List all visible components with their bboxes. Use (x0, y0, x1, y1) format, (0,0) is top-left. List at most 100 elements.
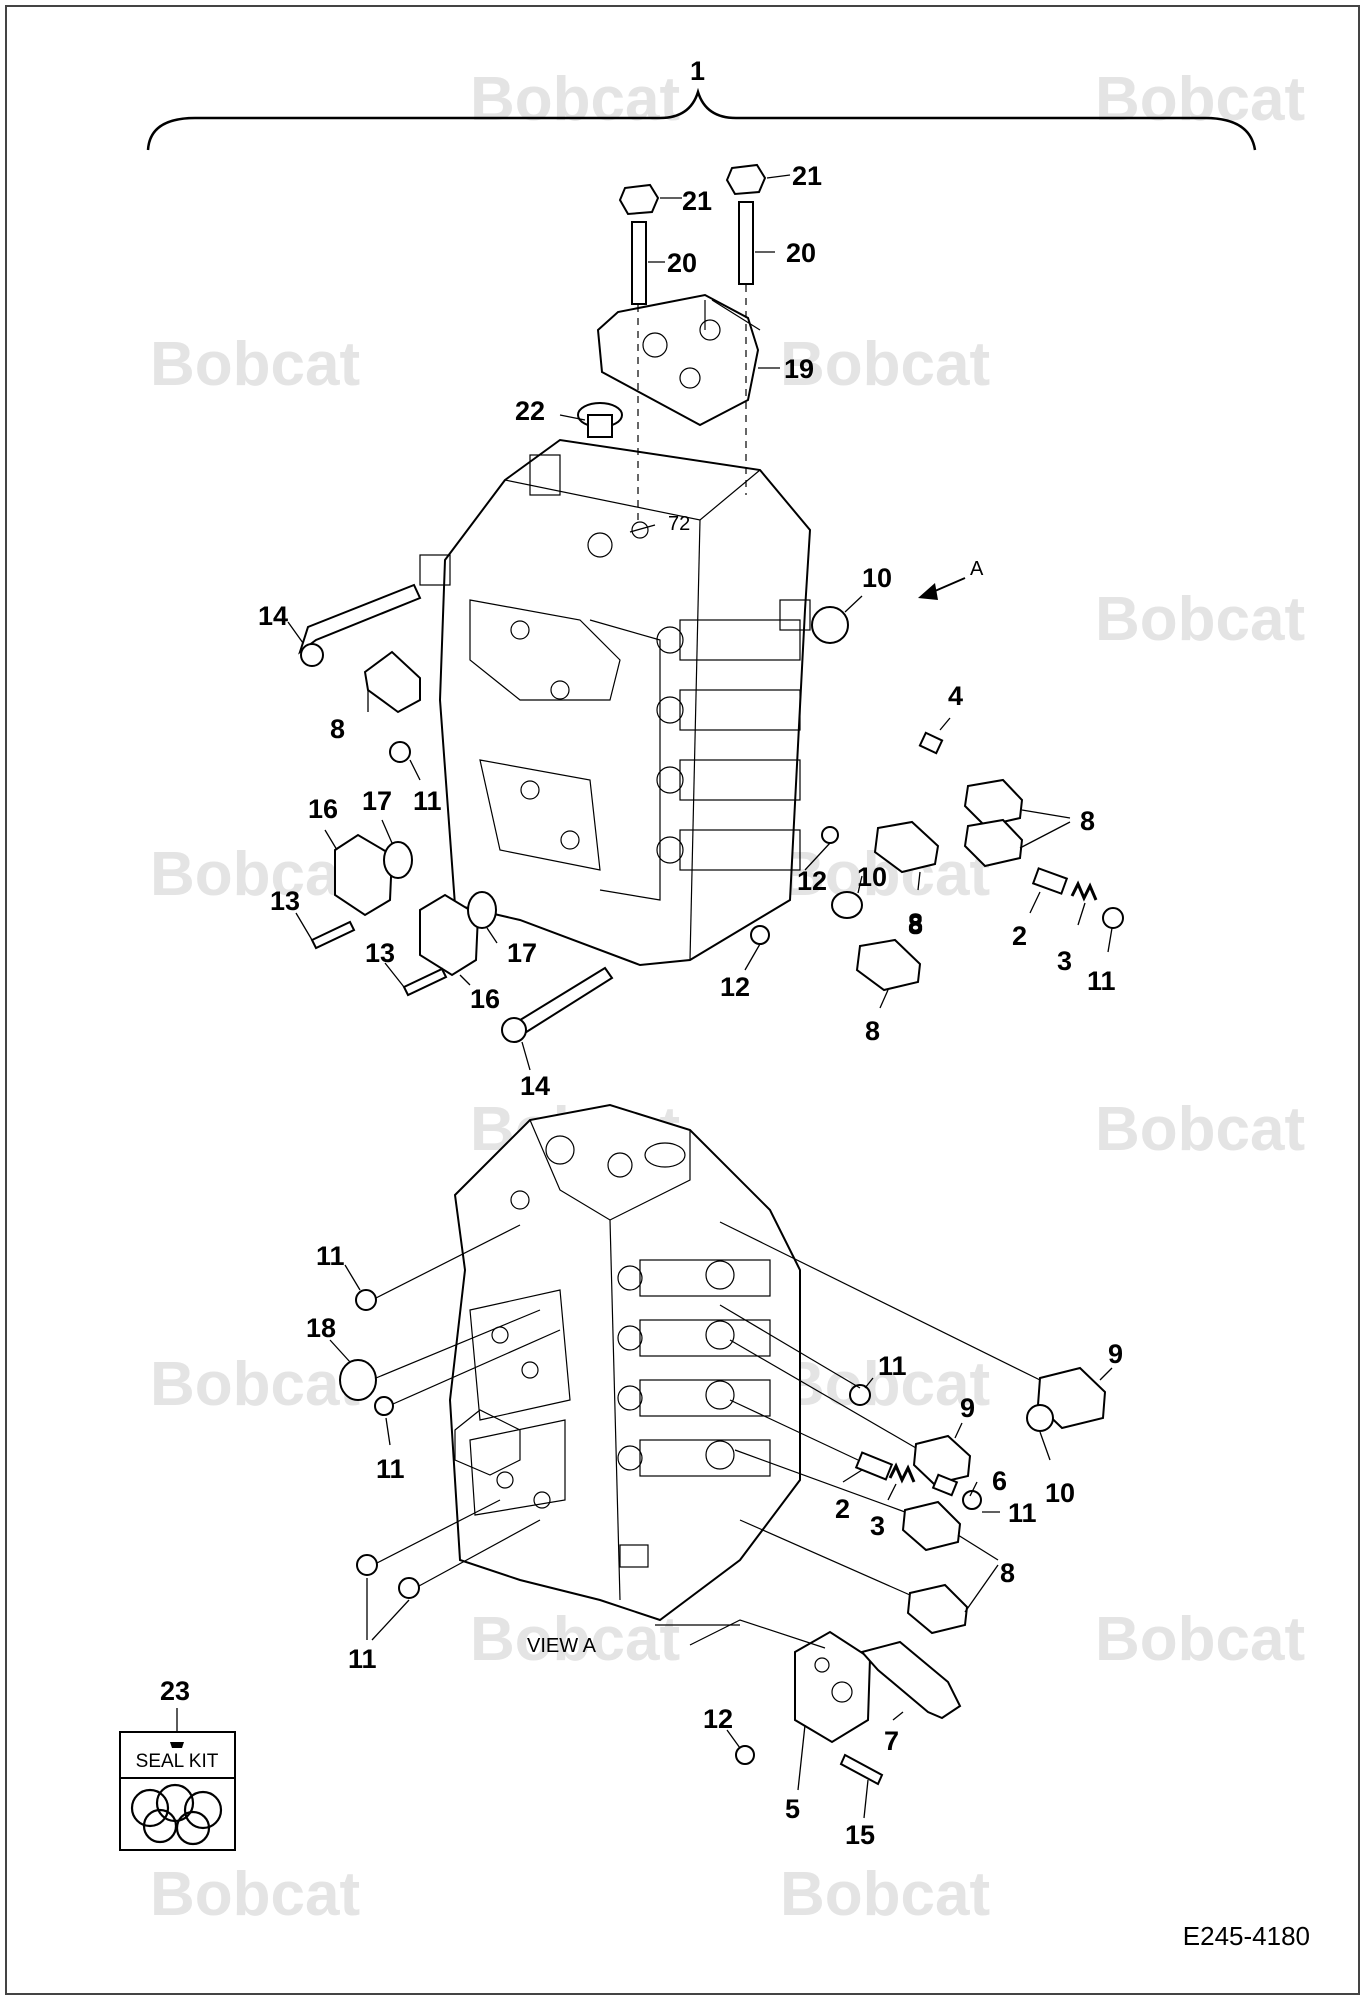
seal-kit-label: SEAL KIT (136, 1751, 219, 1772)
cartridge-part (363, 650, 421, 714)
bolt-part (298, 583, 422, 667)
callout: 5 (785, 1794, 800, 1824)
plug-part (374, 1396, 394, 1416)
callout: 3 (1057, 946, 1072, 976)
spring-part (1070, 880, 1098, 902)
screw-part (839, 1753, 884, 1786)
view-label: VIEW A (527, 1635, 597, 1657)
valve-body (438, 438, 812, 967)
callout: 17 (362, 786, 392, 816)
callout: 2 (835, 1494, 850, 1524)
callout: 9 (1108, 1339, 1123, 1369)
flange-plate-part (334, 833, 394, 917)
callout: 16 (308, 794, 338, 824)
pin-part (918, 731, 944, 755)
callout: 14 (520, 1071, 550, 1101)
watermark-text: Bobcat (1095, 1605, 1305, 1674)
screw-part (310, 920, 356, 950)
o-ring-part (383, 841, 413, 879)
plug-part (1026, 1404, 1054, 1432)
cartridge-part (963, 778, 1024, 828)
callout: 21 (792, 161, 822, 191)
watermark-text: Bobcat (1095, 585, 1305, 654)
callout: 8 (1000, 1558, 1015, 1588)
plug-body (587, 414, 613, 438)
plug-part (1102, 907, 1124, 929)
callout: 11 (316, 1241, 345, 1271)
callout: 16 (470, 984, 500, 1014)
cartridge-part (906, 1583, 969, 1635)
callout: 11 (413, 786, 442, 816)
plug-part (355, 1289, 377, 1311)
callout: 4 (948, 681, 963, 711)
callout: 22 (515, 396, 545, 426)
seal-kit-number: 23 (160, 1676, 190, 1706)
watermark-text: Bobcat (470, 1605, 680, 1674)
callout: 6 (992, 1466, 1007, 1496)
callout: 11 (348, 1644, 377, 1674)
watermark-text: Bobcat (150, 840, 360, 909)
callout: 2 (1012, 921, 1027, 951)
plug-part (750, 925, 770, 945)
spring-part (888, 1462, 916, 1484)
watermark-text: Bobcat (470, 65, 680, 134)
relief-valve-part (860, 1640, 962, 1720)
callout: 9 (960, 1393, 975, 1423)
callout: 17 (507, 938, 537, 968)
callout: 18 (306, 1313, 336, 1343)
plug-part (735, 1745, 755, 1765)
callout: 10 (862, 563, 892, 593)
callout: 21 (682, 186, 712, 216)
callout: 72 (668, 513, 690, 535)
o-ring-part (467, 891, 497, 929)
nut-part (618, 183, 660, 216)
callout: 19 (784, 354, 814, 384)
cartridge-part (873, 820, 940, 874)
control-valve-view-a: VIEW A (329, 1103, 1113, 1819)
plug-part (821, 826, 839, 844)
spool-part (1031, 867, 1069, 895)
valve-block-part (794, 1630, 872, 1744)
control-valve-upper-view: A (287, 163, 1124, 1071)
callout: 8 (1080, 806, 1095, 836)
spool-part (854, 1451, 894, 1481)
callout: 8 (865, 1016, 880, 1046)
o-ring-set-icon (130, 1783, 223, 1846)
watermark-text: Bobcat (150, 1860, 360, 1929)
plug-part (831, 891, 863, 919)
bolt-part (501, 966, 614, 1043)
watermark-text: Bobcat (780, 330, 990, 399)
callout: 11 (1087, 966, 1116, 996)
cartridge-part (855, 938, 922, 992)
stud-part (738, 201, 754, 285)
stud-part (631, 221, 647, 305)
callout: 8 (908, 908, 923, 938)
watermark-text: Bobcat (780, 1860, 990, 1929)
plug-part (962, 1490, 982, 1510)
callout: 10 (1045, 1478, 1075, 1508)
watermark-text: Bobcat (150, 330, 360, 399)
callout: 20 (667, 248, 697, 278)
watermark-text: Bobcat (1095, 1095, 1305, 1164)
callout: 13 (365, 938, 395, 968)
callout: 10 (857, 862, 887, 892)
callouts-upper: 1 21 21 20 20 19 22 72 10 14 8 4 11 16 1… (258, 56, 1116, 1101)
plug-part (356, 1554, 378, 1576)
watermark-text: Bobcat (1095, 65, 1305, 134)
cartridge-part (901, 1500, 962, 1552)
plug-part (849, 1384, 871, 1406)
drawing-frame (5, 5, 1360, 1995)
screw-part (402, 967, 448, 997)
plug-part (811, 606, 849, 644)
watermark-text: Bobcat (150, 1350, 360, 1419)
valve-body (448, 1103, 801, 1622)
plug-part (398, 1577, 420, 1599)
callout: 11 (376, 1454, 405, 1484)
callout: 7 (884, 1726, 899, 1756)
plug-part (339, 1359, 377, 1401)
callout: 12 (797, 866, 827, 896)
drawing-code: E245-4180 (1183, 1921, 1310, 1951)
assembly-brace (146, 87, 1257, 151)
callout: 1 (690, 56, 705, 86)
plug-part (389, 741, 411, 763)
